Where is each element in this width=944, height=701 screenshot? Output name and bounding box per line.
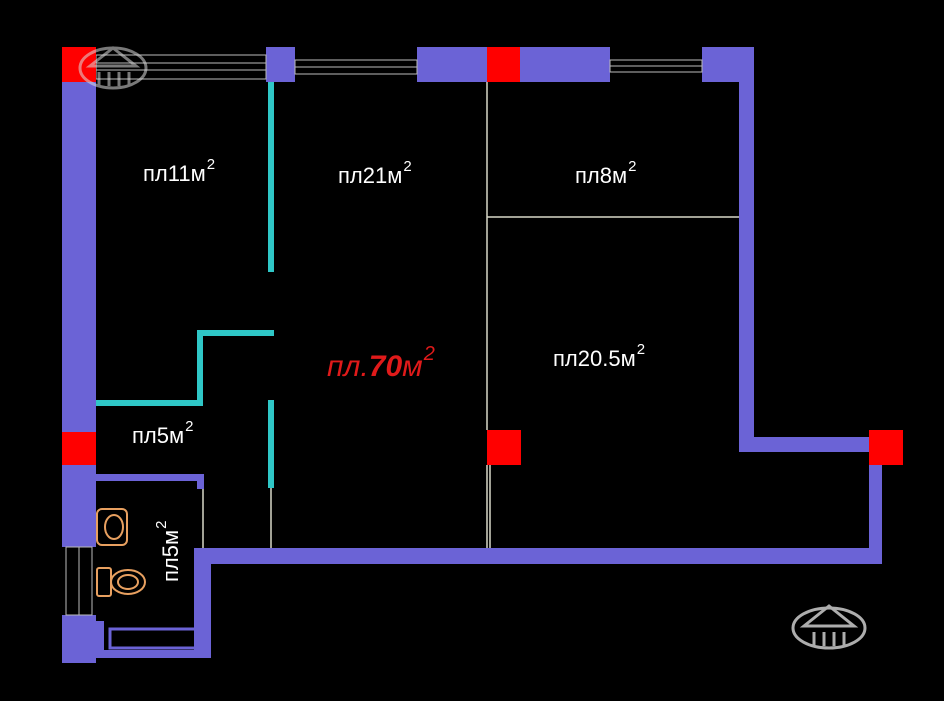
partitions	[96, 82, 274, 488]
room-area-label: пл11м2	[143, 156, 216, 186]
room-area-label: пл5м2	[132, 418, 194, 448]
logo-watermark-icon	[78, 46, 148, 90]
exterior-walls	[62, 47, 882, 663]
room-area-label: пл8м2	[575, 158, 637, 188]
room-area-label: пл20.5м2	[553, 341, 646, 371]
room-area-label-vertical: пл5м2	[153, 520, 183, 582]
thin-partitions	[202, 82, 739, 548]
total-area-label: пл.70м2	[327, 343, 435, 383]
room-area-label: пл21м2	[338, 158, 412, 188]
logo-watermark-icon	[791, 604, 867, 650]
toilet-icon	[96, 567, 146, 597]
sink-icon	[96, 508, 128, 546]
